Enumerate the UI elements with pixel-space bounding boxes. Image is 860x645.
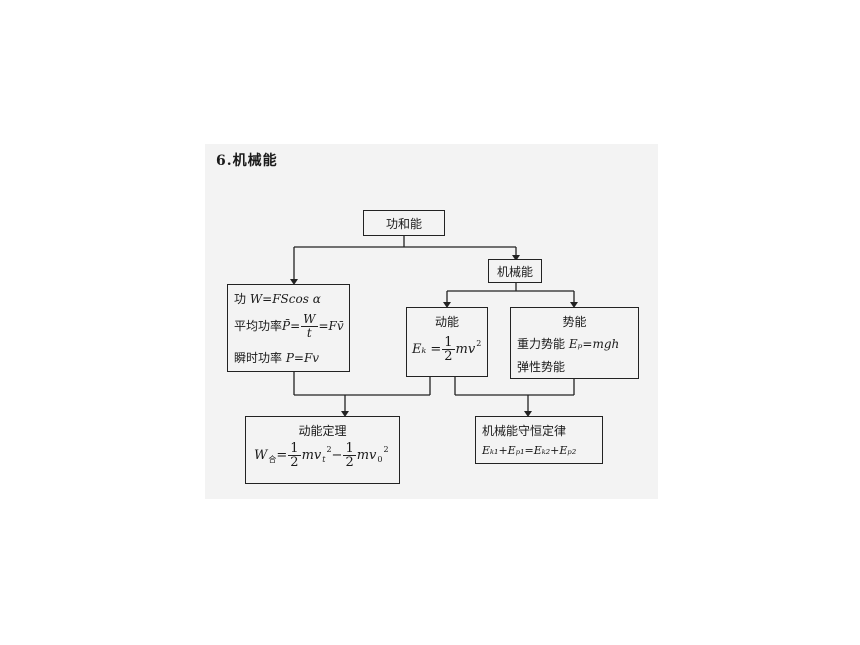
theorem-lhs-subscript: 合 [268, 455, 277, 464]
elastic-potential-label: 弹性势能 [517, 360, 566, 374]
conservation-law-label: 机械能守恒定律 [482, 424, 567, 438]
work-row: 功 W=FScos α [234, 290, 321, 307]
kinetic-energy-label: 动能 [434, 315, 459, 329]
section-title: 6.机械能 [216, 153, 278, 169]
work-label: 功 [234, 292, 247, 306]
kinetic-formula-numerator: 1 [442, 335, 455, 350]
root-box: 功和能 [363, 210, 445, 236]
instant-power-label: 瞬时功率 [234, 351, 283, 365]
gravity-potential-formula: Eₚ=mgh [568, 337, 620, 351]
average-power-label: 平均功率 [234, 319, 283, 333]
mechanical-energy-box: 机械能 [488, 259, 542, 283]
instant-power-formula: P=Fv [285, 351, 320, 365]
work-formula: W=FScos α [249, 292, 321, 306]
kinetic-formula-exponent: 2 [476, 339, 482, 348]
kinetic-formula-denominator: 2 [444, 349, 453, 364]
instant-power-row: 瞬时功率 P=Fv [234, 349, 319, 366]
kinetic-formula-tail: mv [455, 342, 476, 357]
potential-energy-box: 势能 重力势能 Eₚ=mgh 弹性势能 [510, 307, 639, 379]
conservation-law-box: 机械能守恒定律 Eₖ₁+Eₚ₁=Eₖ₂+Eₚ₂ [475, 416, 603, 464]
elastic-potential-row: 弹性势能 [517, 358, 565, 375]
conservation-law-formula: Eₖ₁+Eₚ₁=Eₖ₂+Eₚ₂ [482, 444, 577, 457]
mechanical-energy-label: 机械能 [496, 265, 533, 279]
root-label: 功和能 [385, 217, 422, 231]
gravity-potential-label: 重力势能 [517, 337, 566, 351]
kinetic-formula-lhs: Eₖ = [412, 342, 442, 357]
work-energy-theorem-label: 动能定理 [298, 424, 347, 438]
potential-energy-label: 势能 [562, 315, 587, 329]
theorem-lhs: W [254, 448, 268, 463]
gravity-potential-row: 重力势能 Eₚ=mgh [517, 335, 619, 352]
